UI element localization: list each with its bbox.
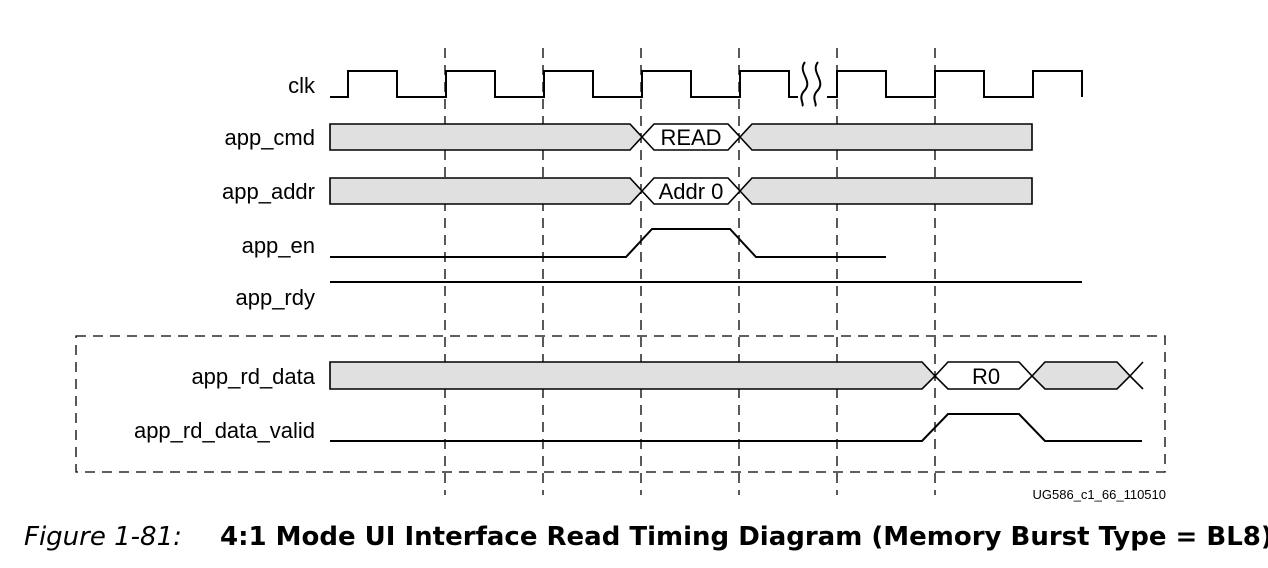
- bus-idle-segment: [329, 361, 937, 390]
- clock-guide-lines: [444, 48, 936, 495]
- read-data-group-box: [75, 335, 1166, 473]
- app-addr-bus: [329, 177, 1033, 205]
- clock-break-icon: [800, 61, 822, 107]
- app-cmd-label: app_cmd: [224, 125, 315, 150]
- bus-idle-segment: [329, 123, 644, 151]
- figure-id: UG586_c1_66_110510: [1033, 487, 1167, 502]
- app-en-waveform: [330, 228, 886, 258]
- app-cmd-bus: [329, 123, 1033, 151]
- app-addr-label: app_addr: [222, 179, 315, 204]
- app-rdy-label: app_rdy: [235, 285, 315, 310]
- bus-idle-segment: [1030, 361, 1132, 390]
- bus-end-cross: [1129, 361, 1144, 377]
- clk-waveform: [330, 70, 798, 98]
- rd-data-value: R0: [972, 364, 1000, 389]
- app-rd-data-bus: [329, 361, 1144, 390]
- app-rd-data-label: app_rd_data: [191, 364, 315, 389]
- bus-idle-segment: [738, 123, 1033, 151]
- bus-end-cross: [1129, 375, 1144, 390]
- app-rd-data-valid-waveform: [330, 413, 1142, 442]
- clk-label: clk: [288, 73, 316, 98]
- bus-idle-segment: [329, 177, 644, 205]
- figure-number: Figure 1-81:: [24, 522, 182, 552]
- clk-waveform-resumed: [827, 70, 1083, 98]
- bus-idle-segment: [738, 177, 1033, 205]
- app-en-label: app_en: [242, 233, 315, 258]
- figure-caption: Figure 1-81: 4:1 Mode UI Interface Read T…: [24, 522, 1268, 552]
- cmd-value: READ: [660, 125, 721, 150]
- app-rd-data-valid-label: app_rd_data_valid: [134, 418, 315, 443]
- figure-title: 4:1 Mode UI Interface Read Timing Diagra…: [220, 522, 1268, 552]
- timing-diagram: clk app_cmd app_addr app_en app_rdy app_…: [75, 48, 1167, 502]
- addr-value: Addr 0: [659, 179, 724, 204]
